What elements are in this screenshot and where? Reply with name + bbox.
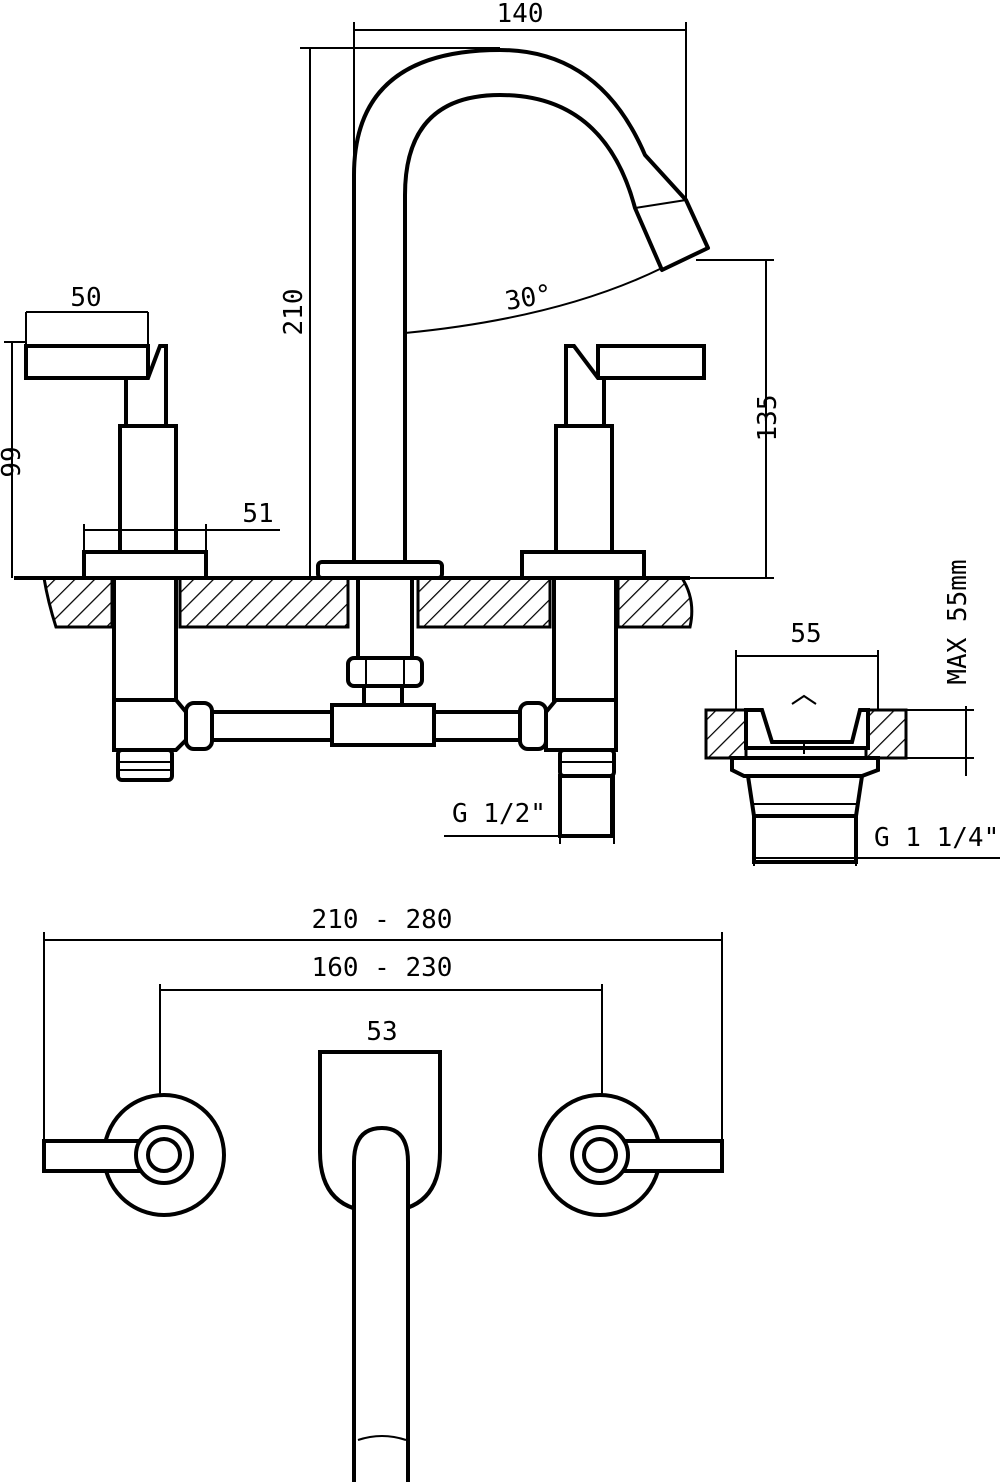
supply-hoses	[184, 701, 548, 751]
label-overall-spread: 210 - 280	[312, 905, 453, 935]
label-max-thickness: MAX 55mm	[943, 559, 973, 684]
right-valve	[520, 344, 706, 838]
side-view	[4, 22, 1000, 866]
waste-fitting	[704, 694, 908, 864]
label-handle-length: 50	[70, 283, 101, 313]
left-valve	[24, 344, 208, 782]
dimension-labels: 140 210 30° 50 99 51 135 55 MAX 55mm G 1…	[0, 0, 999, 1047]
spout-top	[318, 1050, 442, 1482]
dimension-lines	[4, 22, 1000, 866]
label-center-spread: 160 - 230	[312, 953, 453, 983]
countertop	[14, 576, 694, 629]
label-inlet-thread: G 1/2"	[452, 799, 546, 829]
label-flange-diameter: 51	[242, 499, 273, 529]
label-spout-reach: 140	[497, 0, 544, 29]
label-outlet-height: 135	[753, 395, 783, 442]
top-view	[42, 932, 724, 1482]
spout	[316, 48, 710, 714]
label-spout-angle: 30°	[503, 279, 554, 317]
label-spout-height: 210	[279, 289, 309, 336]
label-waste-thread: G 1 1/4"	[874, 823, 999, 853]
left-handle-top	[42, 1093, 226, 1217]
label-waste-width: 55	[790, 619, 821, 649]
label-handle-height: 99	[0, 446, 27, 477]
right-handle-top	[538, 1093, 724, 1217]
label-spout-base-width: 53	[366, 1017, 397, 1047]
